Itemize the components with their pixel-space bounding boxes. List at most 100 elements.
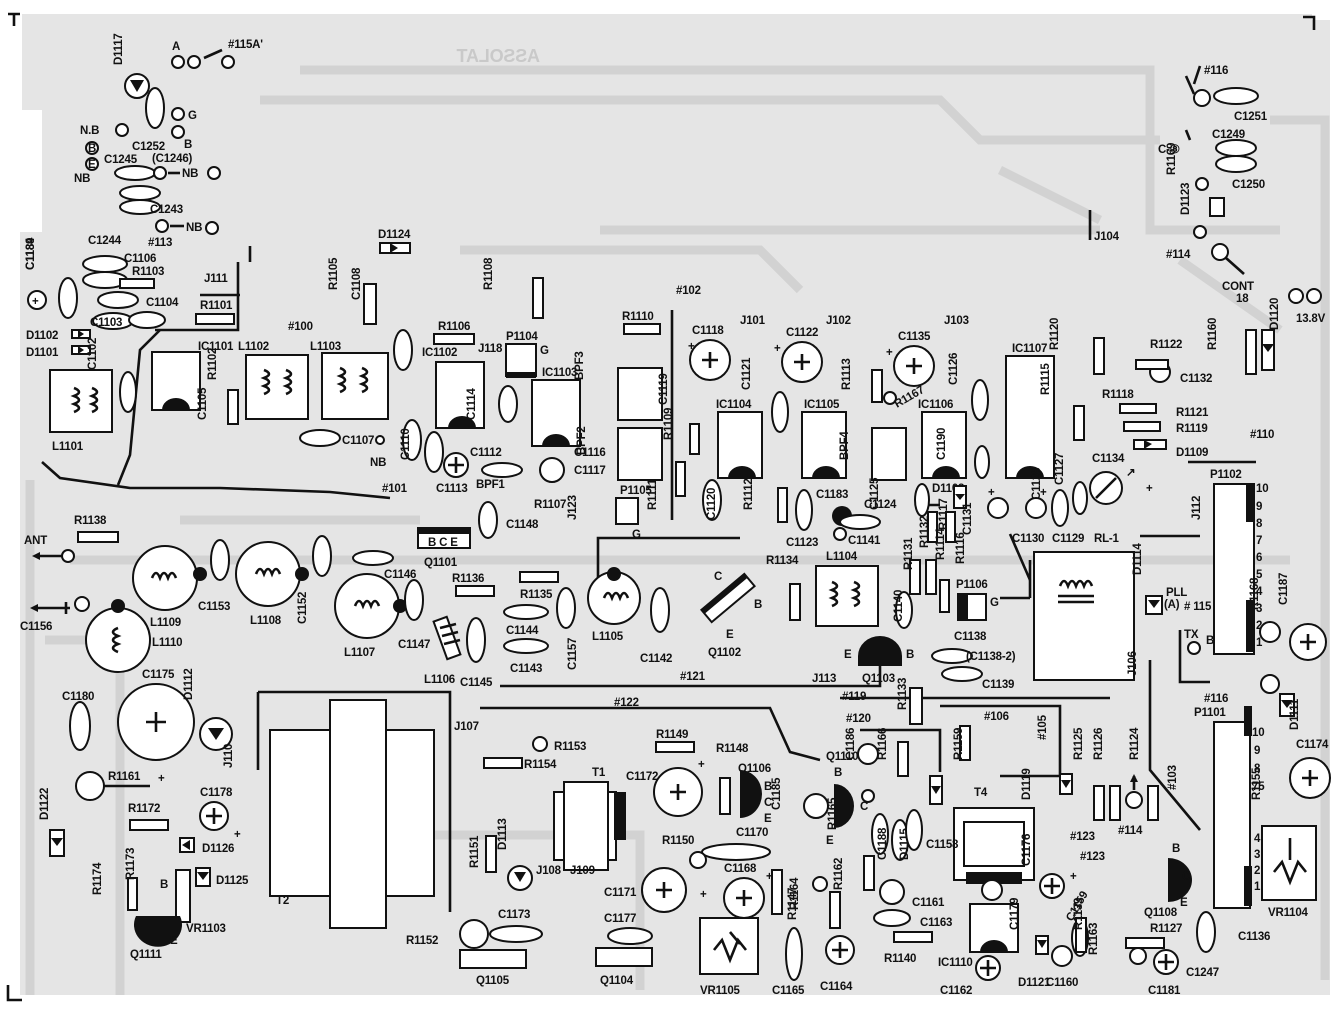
svg-text:B: B	[834, 767, 842, 779]
svg-text:C1157: C1157	[567, 638, 579, 670]
svg-text:R1110: R1110	[622, 311, 654, 323]
coil-l1105: L1105 C1142	[587, 567, 672, 665]
svg-text:G: G	[632, 529, 641, 541]
svg-text:6: 6	[1256, 552, 1262, 564]
svg-text:# 115: # 115	[1184, 601, 1212, 613]
svg-text:C: C	[1182, 871, 1190, 883]
svg-text:#122: #122	[614, 697, 639, 709]
svg-text:#113: #113	[148, 237, 172, 249]
component-r1108: R1108	[483, 257, 544, 319]
svg-text:D1119: D1119	[1021, 768, 1033, 800]
svg-text:#116: #116	[1204, 693, 1228, 705]
svg-text:#105: #105	[1037, 714, 1049, 740]
svg-text:C1177: C1177	[604, 913, 636, 925]
svg-text:18: 18	[1236, 293, 1249, 305]
svg-text:J102: J102	[826, 315, 851, 327]
svg-text:J106: J106	[1127, 651, 1139, 676]
svg-text:+: +	[774, 343, 781, 355]
svg-text:ANT: ANT	[24, 535, 47, 547]
coil-l1102: L1102 R1102 C1105	[197, 341, 309, 425]
svg-text:D1101: D1101	[26, 347, 59, 359]
component-r1105: R1105 C1108	[328, 257, 413, 371]
svg-text:G: G	[540, 345, 549, 357]
svg-text:D1121: D1121	[1018, 977, 1051, 989]
svg-text:#103: #103	[1167, 765, 1179, 790]
svg-text:R1108: R1108	[483, 257, 495, 290]
svg-text:BPF3: BPF3	[574, 351, 586, 380]
svg-text:R1169: R1169	[1166, 143, 1178, 175]
svg-text:R1165: R1165	[827, 797, 839, 830]
svg-text:L1104: L1104	[826, 551, 858, 563]
svg-text:Q1106: Q1106	[738, 763, 771, 775]
svg-text:C1140: C1140	[893, 590, 905, 622]
component-r1110: R1110 #102	[622, 285, 701, 335]
svg-text:E: E	[726, 629, 734, 641]
svg-text:5: 5	[1256, 569, 1263, 581]
svg-text:C1178: C1178	[200, 787, 233, 799]
svg-text:C1245: C1245	[104, 154, 138, 166]
connector-p1101: #116 P1101 10 9 8 75 4 3 2 1	[1194, 674, 1280, 909]
svg-text:G: G	[188, 110, 197, 122]
svg-text:BPF1: BPF1	[476, 479, 505, 491]
svg-text:VR1105: VR1105	[700, 985, 741, 997]
svg-text:E: E	[88, 159, 96, 171]
svg-text:R1111: R1111	[647, 478, 659, 510]
svg-text:L1108: L1108	[250, 615, 282, 627]
svg-text:C1105: C1105	[197, 387, 209, 420]
svg-text:B: B	[906, 649, 914, 661]
svg-text:75: 75	[1252, 781, 1265, 793]
svg-text:D1124: D1124	[378, 229, 411, 241]
svg-text:C1146: C1146	[384, 569, 416, 581]
svg-text:C-⑧: C-⑧	[1158, 143, 1181, 156]
component-c1175: C1175 + C1180	[62, 669, 195, 785]
svg-text:Q1104: Q1104	[600, 975, 634, 987]
component-c1171: R1150 C1171 + C1168 + R1147	[604, 835, 799, 920]
svg-text:IC1105: IC1105	[804, 399, 840, 411]
ant-terminal: ANT R1138 C1156	[20, 515, 119, 633]
svg-text:R1154: R1154	[524, 759, 557, 771]
transformer-t2: T2 J107	[269, 699, 479, 929]
svg-text:D1123: D1123	[1180, 183, 1192, 215]
svg-text:#115A': #115A'	[228, 39, 263, 51]
svg-text:10: 10	[1252, 727, 1264, 739]
component-r1101: R1101	[128, 300, 235, 329]
svg-text:9: 9	[1254, 745, 1260, 757]
capacitors-c1127-c1131: C1128 C1127 + + C1131 C1130 C1129 RL-1	[962, 453, 1120, 545]
svg-text:C1174: C1174	[1296, 739, 1329, 751]
ic-ic1104: J101 IC1104 C1120	[706, 315, 766, 520]
svg-text:C1161: C1161	[912, 897, 945, 909]
svg-text:R1161: R1161	[108, 771, 141, 783]
svg-text:C1130: C1130	[1012, 533, 1044, 545]
caps-c1176-c1160: C1176 + C1179 D1121 C1160 C1159 R1139	[1009, 834, 1091, 989]
svg-text:R1102: R1102	[207, 348, 219, 380]
svg-text:C1132: C1132	[1180, 373, 1212, 385]
svg-text:C1118: C1118	[692, 325, 724, 337]
svg-text:Q1101: Q1101	[424, 557, 458, 569]
coil-l1103: L1103 #100	[288, 321, 389, 447]
svg-text:#110: #110	[1250, 429, 1274, 441]
svg-text:C1251: C1251	[1234, 111, 1268, 123]
svg-text:D1126: D1126	[202, 843, 234, 855]
svg-text:D1111: D1111	[1289, 698, 1301, 730]
lower-mid-components: C1188 R1162 R1164 C1161 C1163 C1164 R114…	[789, 813, 952, 993]
svg-text:C1123: C1123	[786, 537, 818, 549]
svg-text:Q1111: Q1111	[130, 949, 162, 961]
svg-text:E: E	[844, 649, 852, 661]
svg-text:J103: J103	[944, 315, 969, 327]
svg-text:+: +	[158, 773, 165, 785]
component-c1172: C1172 + Q1106 B C E C1170 C1185	[626, 759, 783, 861]
svg-text:J104: J104	[1094, 231, 1120, 243]
svg-text:B C E: B C E	[428, 537, 458, 549]
svg-text:C1252: C1252	[132, 141, 165, 153]
right-top-resistors: R1122 C1132 R1118 R1121 R1119 D1109	[1102, 339, 1212, 459]
svg-text:RL-1: RL-1	[1094, 533, 1120, 545]
svg-text:C1129: C1129	[1052, 533, 1084, 545]
svg-text:C1173: C1173	[498, 909, 530, 921]
svg-text:+: +	[988, 487, 995, 499]
coil-l1104: L1104 R1131 R1132 R1114 R1116 C1140	[815, 516, 967, 629]
svg-text:R1116: R1116	[955, 532, 967, 564]
svg-text:C1144: C1144	[506, 625, 539, 637]
corner-marks	[6, 12, 1316, 1002]
svg-text:C1110: C1110	[400, 428, 412, 460]
svg-text:Q1102: Q1102	[708, 647, 741, 659]
